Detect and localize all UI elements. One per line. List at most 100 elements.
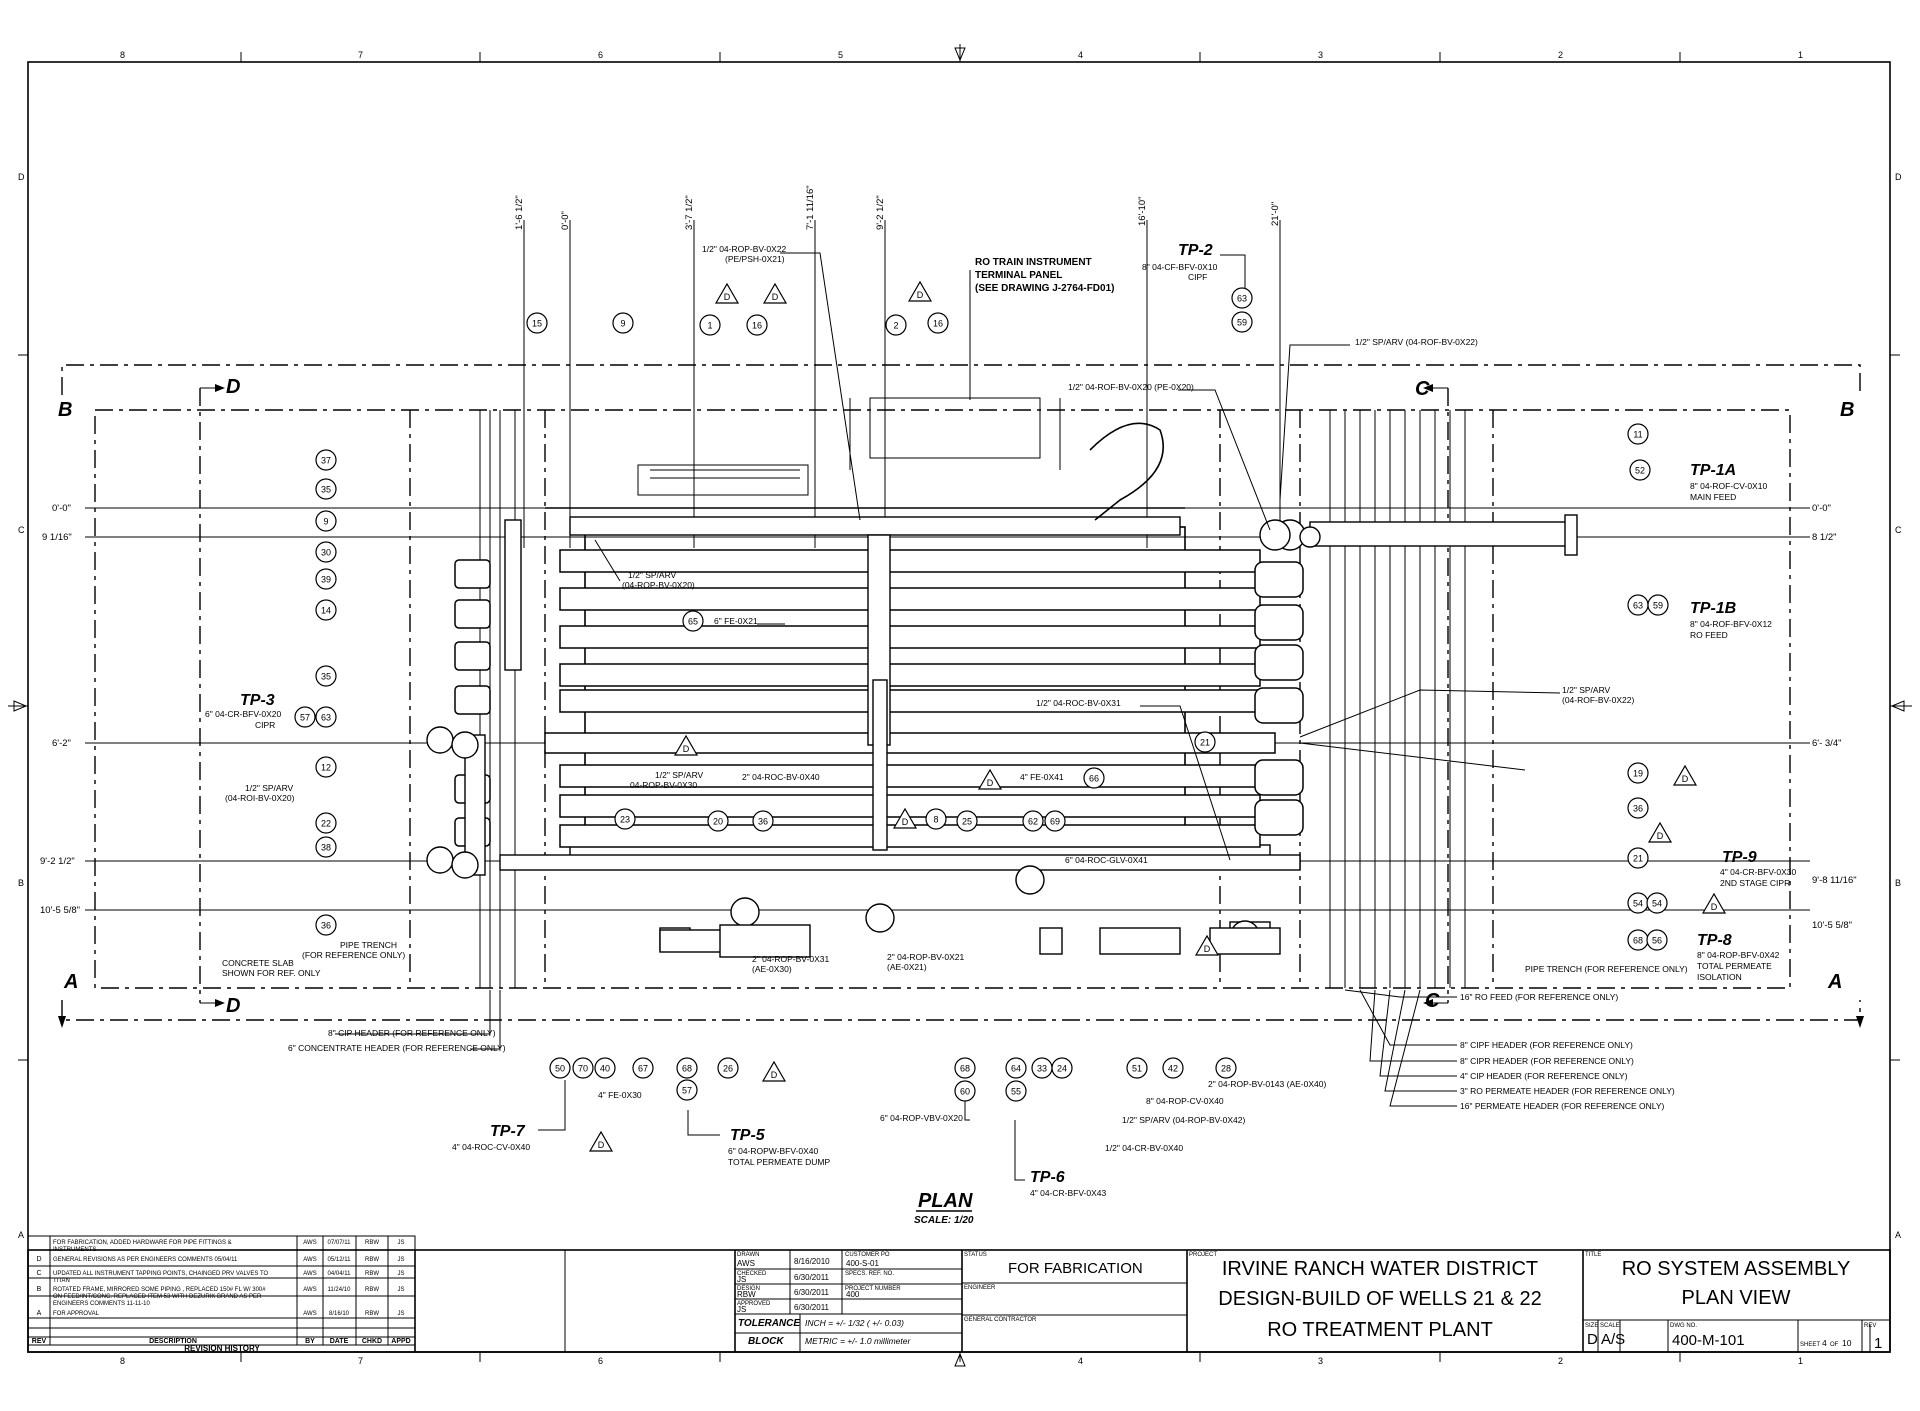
svg-text:70: 70: [578, 1064, 588, 1074]
tb-sheet-label: SHEET: [1800, 1342, 1820, 1348]
zone-top-2: 2: [1558, 50, 1563, 60]
revision-delta: D: [673, 734, 699, 756]
svg-text:JS: JS: [397, 1271, 404, 1277]
section-b-right: B: [1840, 399, 1854, 421]
tie-point-tp7[interactable]: TP-7 4" 04-ROC-CV-0X40: [452, 1123, 530, 1152]
item-bubble-54: 54: [1646, 892, 1668, 914]
revision-history-title: REVISION HISTORY: [184, 1344, 260, 1353]
callout-conc-header: 6" CONCENTRATE HEADER (FOR REFERENCE ONL…: [288, 1043, 506, 1053]
tp8-line1: 8" 04-ROP-BFV-0X42: [1697, 950, 1780, 960]
callout-sp-arv-rop-2: (04-ROP-BV-0X20): [622, 580, 695, 590]
tp8-line3: ISOLATION: [1697, 972, 1742, 982]
elev-left-2: 6'-2": [52, 738, 71, 749]
item-bubble-39: 39: [315, 568, 337, 590]
tb-project-line2: DESIGN-BUILD OF WELLS 21 & 22: [1218, 1288, 1541, 1310]
callout-header-2: 8" CIPR HEADER (FOR REFERENCE ONLY): [1460, 1056, 1634, 1066]
elev-right-2: 6'- 3/4": [1812, 738, 1841, 749]
svg-text:51: 51: [1132, 1064, 1142, 1074]
tp3-line2: CIPR: [255, 720, 275, 730]
callout-roc-bv-31: 1/2" 04-ROC-BV-0X31: [1036, 698, 1121, 708]
svg-text:D: D: [1657, 831, 1664, 841]
svg-text:33: 33: [1037, 1064, 1047, 1074]
tie-point-tp5[interactable]: TP-5 6" 04-ROPW-BFV-0X40 TOTAL PERMEATE …: [728, 1127, 831, 1167]
svg-text:15: 15: [532, 319, 542, 329]
revision-delta: D: [714, 282, 740, 304]
item-bubble-11: 11: [1627, 423, 1649, 445]
tie-point-tp1a[interactable]: TP-1A 8" 04-ROF-CV-0X10 MAIN FEED: [1690, 462, 1767, 502]
callout-rop-bv-143: 2" 04-ROP-BV-0143 (AE-0X40): [1208, 1079, 1326, 1089]
svg-text:TITAN: TITAN: [53, 1278, 70, 1284]
item-bubble-20: 20: [707, 810, 729, 832]
svg-text:SPECS. REF. NO.: SPECS. REF. NO.: [845, 1271, 894, 1277]
svg-text:DRAWN: DRAWN: [737, 1252, 759, 1258]
tie-point-tp8[interactable]: TP-8 8" 04-ROP-BFV-0X42 TOTAL PERMEATE I…: [1697, 932, 1780, 982]
callout-sp-arv-top: 1/2" SP/ARV (04-ROF-BV-0X22): [1355, 337, 1478, 347]
elev-right-3: 9'-8 11/16": [1812, 875, 1857, 886]
item-bubble-36: 36: [752, 810, 774, 832]
tb-of-label: OF: [1830, 1342, 1839, 1348]
revision-header: DESCRIPTION: [149, 1338, 197, 1345]
svg-text:1: 1: [707, 321, 712, 331]
item-bubble-69: 69: [1044, 810, 1066, 832]
svg-text:8/16/10: 8/16/10: [329, 1311, 350, 1317]
revision-header: DATE: [330, 1338, 349, 1345]
svg-text:FOR FABRICATION, ADDED HARDWAR: FOR FABRICATION, ADDED HARDWARE FOR PIPE…: [53, 1240, 232, 1246]
svg-text:11/24/10: 11/24/10: [328, 1287, 352, 1293]
svg-text:68: 68: [682, 1064, 692, 1074]
tie-point-tp3[interactable]: TP-3 6" 04-CR-BFV-0X20 CIPR: [205, 692, 282, 730]
tie-point-tp1b[interactable]: TP-1B 8" 04-ROF-BFV-0X12 RO FEED: [1690, 600, 1772, 640]
leader-lines: [335, 252, 1561, 1181]
tp1b-line1: 8" 04-ROF-BFV-0X12: [1690, 619, 1772, 629]
item-bubble-28: 28: [1215, 1057, 1237, 1079]
svg-text:12: 12: [321, 763, 331, 773]
tb-project-label: PROJECT: [1189, 1252, 1217, 1258]
svg-text:ROTATED FRAME, MIRRORED SOME P: ROTATED FRAME, MIRRORED SOME PIPING , RE…: [53, 1287, 266, 1293]
item-bubble-33: 33: [1031, 1057, 1053, 1079]
tie-point-tp9[interactable]: TP-9 4" 04-CR-BFV-0X30 2ND STAGE CIPR: [1720, 849, 1797, 888]
revision-header: CHKD: [362, 1338, 382, 1345]
zone-top-5: 5: [838, 50, 843, 60]
tp1b-id: TP-1B: [1690, 600, 1736, 617]
revision-delta: D: [588, 1130, 614, 1152]
zone-bottom-6: 6: [598, 1356, 603, 1366]
zone-top-3: 3: [1318, 50, 1323, 60]
callout-rof-bv: 1/2" 04-ROF-BV-0X20 (PE-0X20): [1068, 382, 1194, 392]
item-bubble-55: 55: [1005, 1080, 1027, 1102]
tp6-line1: 4" 04-CR-BFV-0X43: [1030, 1188, 1107, 1198]
svg-text:60: 60: [960, 1087, 970, 1097]
elev-left-4: 10'-5 5/8": [40, 905, 80, 916]
item-bubble-64: 64: [1005, 1057, 1027, 1079]
svg-text:05/12/11: 05/12/11: [328, 1257, 352, 1263]
elev-right-0: 0'-0": [1812, 503, 1831, 514]
callout-roc-bv-40: 2" 04-ROC-BV-0X40: [742, 772, 820, 782]
svg-text:36: 36: [321, 921, 331, 931]
revision-delta: D: [1194, 934, 1220, 956]
plan-scale: SCALE: 1/20: [914, 1215, 974, 1226]
svg-text:21: 21: [1200, 738, 1210, 748]
elev-left-3: 9'-2 1/2": [40, 856, 75, 867]
tp9-line1: 4" 04-CR-BFV-0X30: [1720, 867, 1797, 877]
zone-letters: D C B A D C B A: [18, 172, 1902, 1240]
item-bubble-21: 21: [1194, 731, 1216, 753]
svg-text:54: 54: [1633, 899, 1643, 909]
section-a-right: A: [1827, 971, 1842, 993]
tp8-line2: TOTAL PERMEATE: [1697, 961, 1772, 971]
tie-point-tp2[interactable]: TP-2 8" 04-CF-BFV-0X10 CIPF: [1142, 242, 1218, 282]
callout-sp-arv-roi-1: 1/2" SP/ARV: [245, 783, 294, 793]
section-b-left: B: [58, 399, 72, 421]
dim-7-1: 7'-1 11/16": [805, 185, 816, 230]
tb-size: D: [1587, 1331, 1598, 1348]
tie-point-tp6[interactable]: TP-6 4" 04-CR-BFV-0X43: [1030, 1169, 1107, 1198]
item-bubble-56: 56: [1646, 929, 1668, 951]
tp5-id: TP-5: [730, 1127, 766, 1144]
tb-tolerance-1: TOLERANCE: [738, 1318, 800, 1329]
svg-text:30: 30: [321, 548, 331, 558]
callout-rop-bv-31-2: (AE-0X30): [752, 964, 792, 974]
svg-text:04/04/11: 04/04/11: [328, 1271, 352, 1277]
svg-text:ON FEED/INT/CONC. REPLACED ITE: ON FEED/INT/CONC. REPLACED ITEM 53 WITH …: [53, 1294, 262, 1300]
svg-text:54: 54: [1652, 899, 1662, 909]
section-d-top: D: [226, 376, 240, 398]
svg-text:RBW: RBW: [365, 1287, 379, 1293]
